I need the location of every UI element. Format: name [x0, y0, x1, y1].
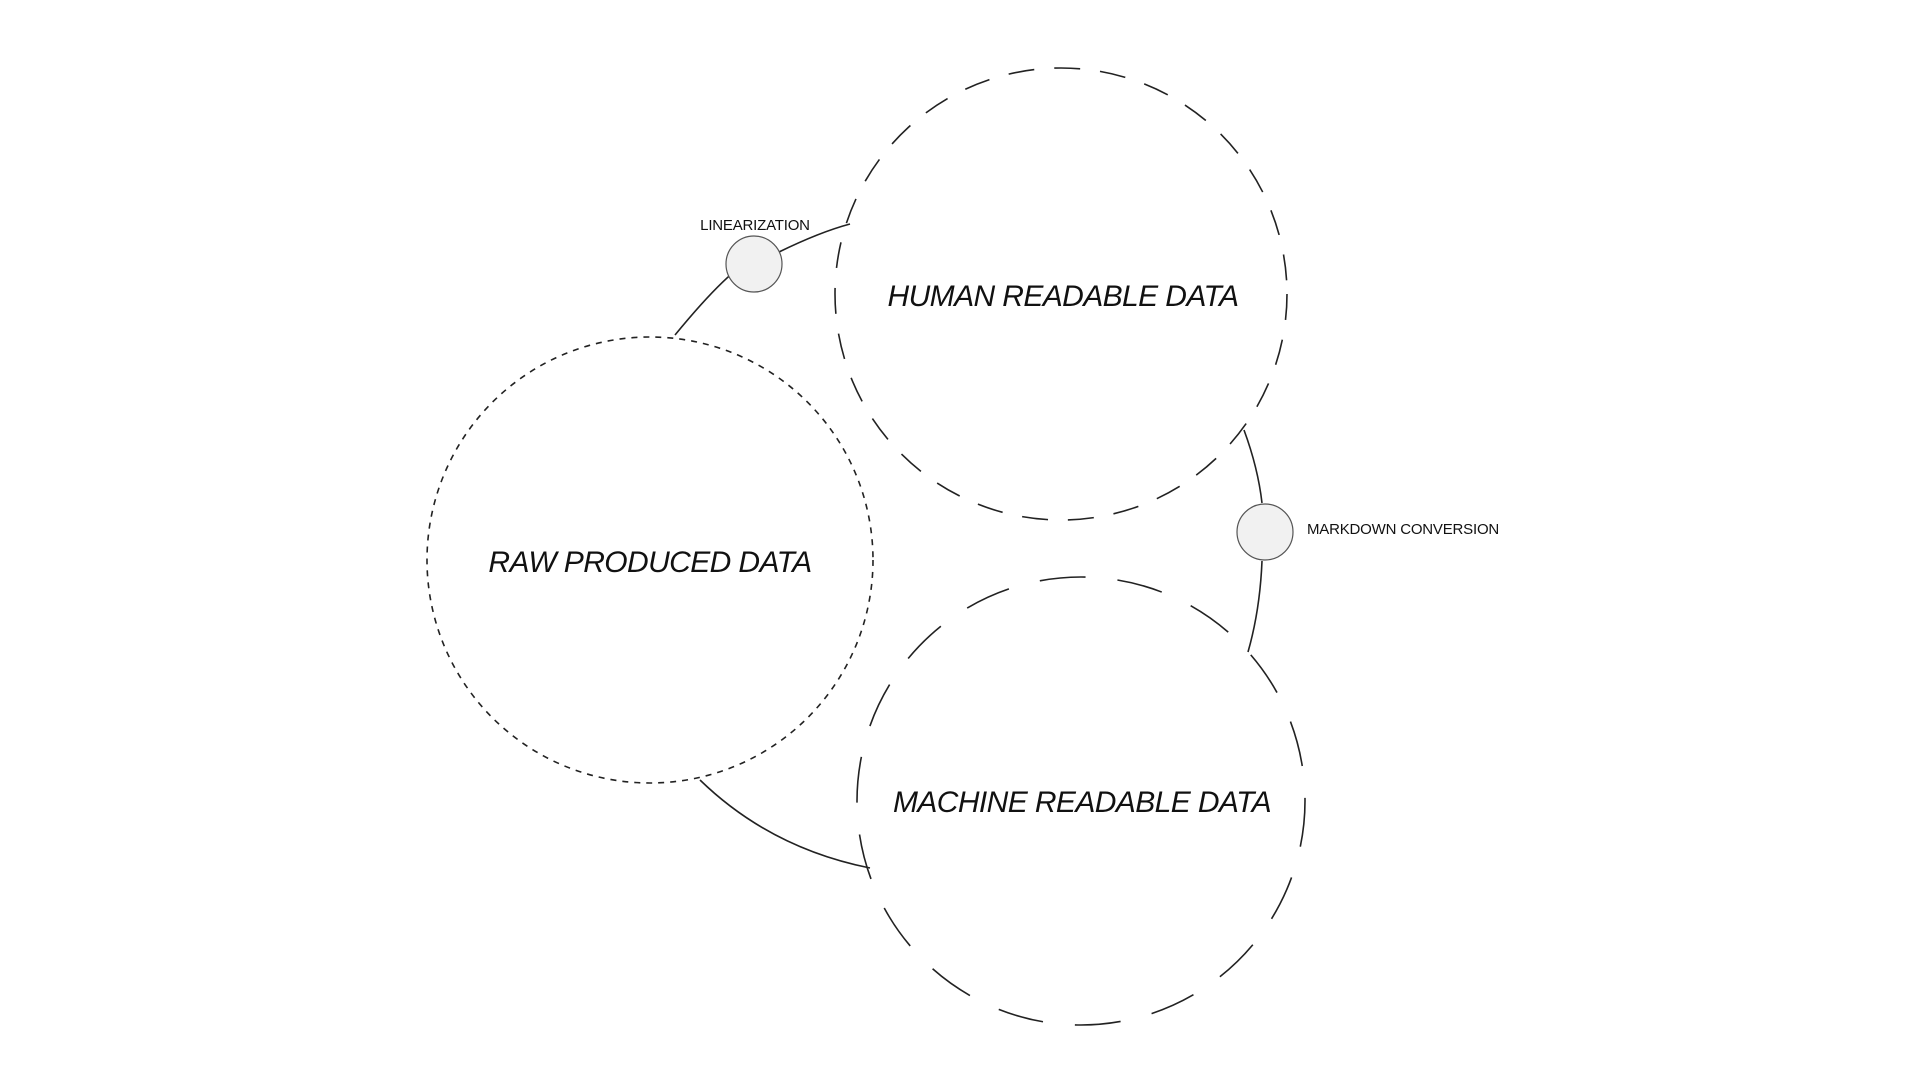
machine-readable-data-label: MACHINE READABLE DATA	[893, 786, 1271, 819]
connector-linearization-to-human	[778, 223, 851, 253]
markdown-conversion-node	[1236, 503, 1294, 561]
human-readable-data-circle	[834, 67, 1288, 521]
connector-markdown-to-machine	[1247, 560, 1263, 653]
machine-readable-data-circle	[856, 576, 1306, 1026]
raw-produced-data-label: RAW PRODUCED DATA	[488, 546, 811, 579]
connector-human-to-markdown	[1243, 429, 1263, 504]
markdown-conversion-label: MARKDOWN CONVERSION	[1307, 521, 1499, 538]
human-readable-data-label: HUMAN READABLE DATA	[888, 280, 1239, 313]
linearization-node	[725, 235, 783, 293]
linearization-label: LINEARIZATION	[700, 217, 810, 234]
connector-raw-to-machine	[699, 779, 871, 869]
raw-produced-data-circle	[426, 336, 874, 784]
